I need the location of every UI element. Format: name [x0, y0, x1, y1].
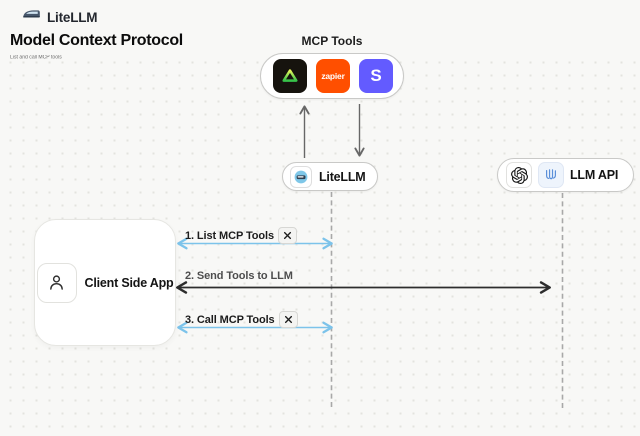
tools-icon: [278, 311, 298, 328]
litellm-train-icon: [22, 8, 41, 26]
page-title: Model Context Protocol: [10, 32, 183, 49]
step2-label-row: 2. Send Tools to LLM: [185, 270, 293, 282]
client-node-label: Client Side App: [84, 275, 174, 290]
brand-name: LiteLLM: [47, 9, 98, 25]
mcp-tools-container: zapier S: [260, 53, 404, 99]
person-icon: [36, 262, 77, 303]
llm-api-node-label: LLM API: [570, 168, 619, 182]
mcp-tools-label: MCP Tools: [301, 34, 363, 48]
openai-icon: [506, 162, 532, 188]
stripe-icon: S: [359, 59, 393, 93]
llm-provider-icon: [538, 162, 564, 188]
node-client-side-app: Client Side App: [34, 219, 176, 346]
step1-label-row: 1. List MCP Tools: [185, 227, 297, 244]
litellm-logo-icon: [290, 165, 312, 188]
step3-label: 3. Call MCP Tools: [185, 313, 275, 326]
step2-label: 2. Send Tools to LLM: [185, 270, 293, 282]
zapier-icon: zapier: [316, 59, 350, 93]
tools-icon: [277, 227, 297, 244]
page-subtitle: List and call MCP tools: [10, 55, 62, 61]
triangle-tool-icon: [273, 59, 307, 93]
brand[interactable]: LiteLLM: [22, 8, 98, 26]
node-litellm: LiteLLM: [282, 162, 378, 191]
litellm-node-label: LiteLLM: [319, 169, 366, 184]
node-llm-api: LLM API: [497, 158, 634, 192]
step1-label: 1. List MCP Tools: [185, 229, 274, 242]
step3-label-row: 3. Call MCP Tools: [185, 311, 298, 328]
